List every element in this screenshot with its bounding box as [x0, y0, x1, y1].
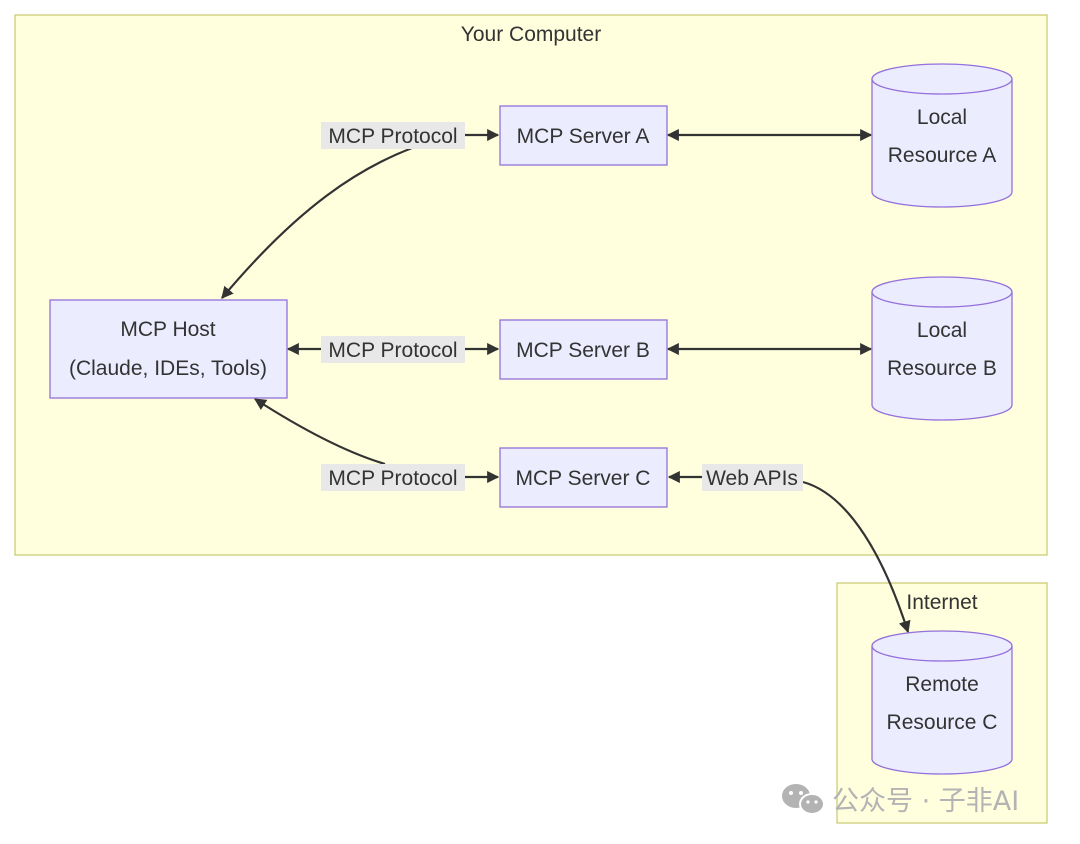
- edge-host-server-a: [221, 146, 413, 299]
- edge-label-host-server-b: MCP Protocol: [321, 336, 465, 363]
- node-mcp-host-subtitle: (Claude, IDEs, Tools): [69, 357, 267, 380]
- edge-web-apis-resource-c: [802, 480, 911, 634]
- edge-label-web-apis: Web APIs: [702, 464, 803, 491]
- svg-text:MCP Protocol: MCP Protocol: [328, 125, 457, 148]
- watermark-text: 公众号 · 子非AI: [832, 786, 1019, 817]
- svg-text:Web APIs: Web APIs: [706, 467, 798, 490]
- node-local-resource-b-line1: Local: [917, 319, 967, 342]
- node-mcp-host-title: MCP Host: [120, 318, 215, 341]
- node-mcp-server-a-label: MCP Server A: [517, 125, 650, 148]
- subgraph-title-internet: Internet: [906, 591, 977, 614]
- svg-text:MCP Protocol: MCP Protocol: [328, 339, 457, 362]
- node-local-resource-b-line2: Resource B: [887, 357, 997, 380]
- node-local-resource-b[interactable]: Local Resource B: [871, 276, 1013, 421]
- edge-label-host-server-a: MCP Protocol: [321, 122, 465, 149]
- svg-text:MCP Protocol: MCP Protocol: [328, 467, 457, 490]
- node-local-resource-a[interactable]: Local Resource A: [871, 63, 1013, 208]
- node-remote-resource-c-line2: Resource C: [887, 711, 998, 734]
- node-local-resource-a-line1: Local: [917, 106, 967, 129]
- edges: [221, 128, 911, 634]
- wechat-icon: [782, 784, 825, 815]
- edge-label-host-server-c: MCP Protocol: [321, 464, 465, 491]
- node-local-resource-a-line2: Resource A: [888, 144, 997, 167]
- node-remote-resource-c-line1: Remote: [905, 673, 979, 696]
- node-remote-resource-c[interactable]: Remote Resource C: [871, 630, 1013, 775]
- subgraph-title-computer: Your Computer: [461, 23, 601, 46]
- node-mcp-server-a[interactable]: MCP Server A: [499, 105, 668, 166]
- edge-host-server-c: [253, 398, 386, 466]
- node-mcp-server-b-label: MCP Server B: [516, 339, 650, 362]
- node-mcp-server-b[interactable]: MCP Server B: [499, 319, 668, 380]
- node-mcp-host[interactable]: MCP Host (Claude, IDEs, Tools): [49, 299, 288, 399]
- watermark: 公众号 · 子非AI: [782, 784, 1019, 817]
- node-mcp-server-c[interactable]: MCP Server C: [499, 447, 668, 508]
- node-mcp-server-c-label: MCP Server C: [516, 467, 651, 490]
